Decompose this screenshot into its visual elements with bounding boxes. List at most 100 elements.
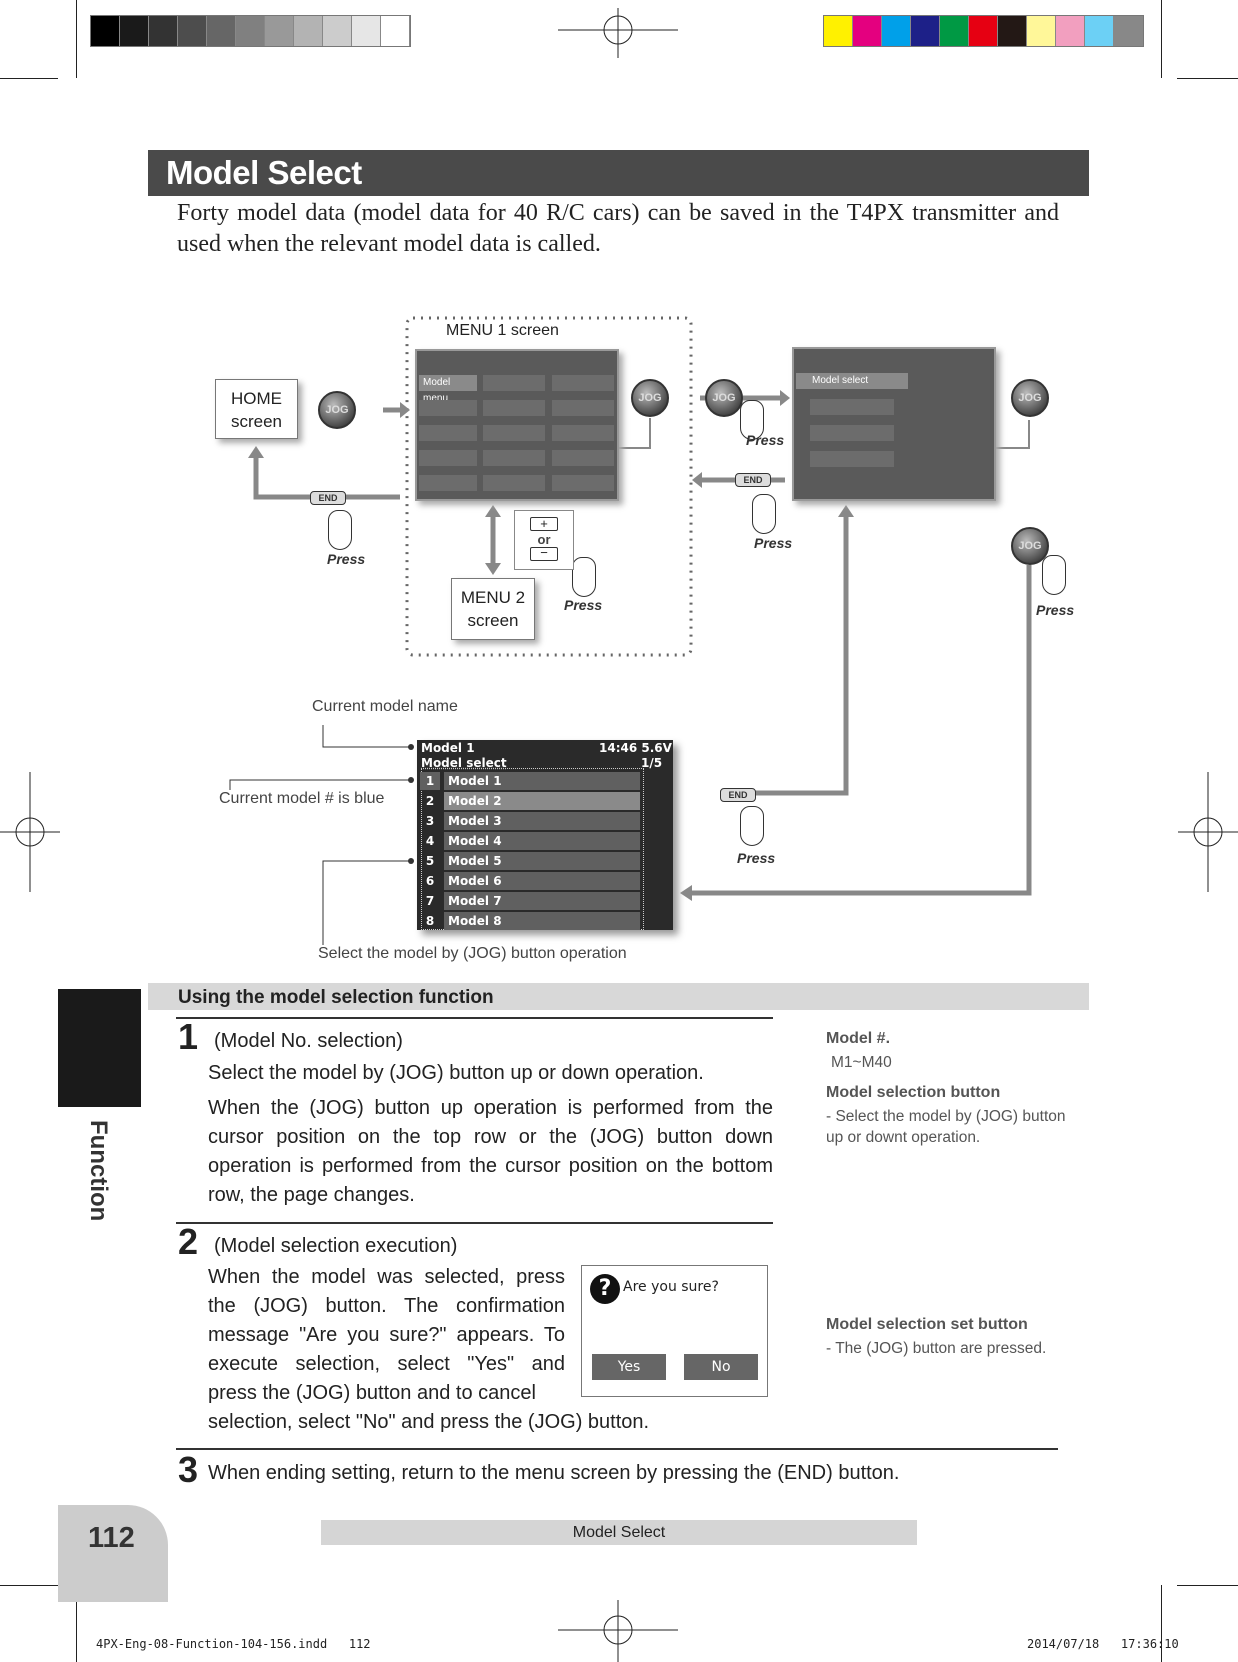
current-model-blue-label: Current model # is blue <box>219 790 385 807</box>
color-swatch <box>265 16 294 46</box>
end-button-icon: END <box>720 788 756 802</box>
crop-mark <box>76 0 77 78</box>
step2-paragraph-2: selection, select "No" and press the (JO… <box>208 1411 650 1433</box>
pressing-hand-icon <box>740 400 764 440</box>
lcd-item <box>552 425 614 441</box>
lcd-item-model-menu: Model menu <box>419 375 477 404</box>
running-footer-title: Model Select <box>321 1520 917 1545</box>
color-swatch <box>882 16 911 46</box>
step3-divider <box>176 1448 1058 1450</box>
color-swatch <box>1056 16 1085 46</box>
crop-mark <box>1177 1585 1238 1586</box>
press-label: Press <box>564 597 603 613</box>
model-menu-lcd: Model select <box>792 347 996 501</box>
step1-title: (Model No. selection) <box>214 1030 403 1052</box>
model-row-name: Model 1 <box>444 772 640 790</box>
confirm-dialog: ? Are you sure? Yes No <box>581 1265 768 1397</box>
pressing-hand-icon <box>740 806 764 846</box>
step1-paragraph-2: When the (JOG) button up operation is pe… <box>208 1097 773 1206</box>
minus-icon: − <box>530 546 558 561</box>
model-row-name: Model 5 <box>444 852 640 870</box>
select-by-jog-label: Select the model by (JOG) button operati… <box>318 945 627 962</box>
crop-mark <box>1177 78 1238 79</box>
step2-number: 2 <box>178 1221 199 1262</box>
pressing-hand-icon <box>1042 555 1066 595</box>
color-swatch <box>824 16 853 46</box>
press-label: Press <box>327 551 366 567</box>
color-swatch <box>294 16 323 46</box>
lcd-item <box>419 475 477 491</box>
model-row-name: Model 2 <box>444 792 640 810</box>
jog-button-icon: JOG <box>1011 379 1049 417</box>
crop-mark <box>1161 1585 1162 1662</box>
menu1-lcd: Model menu <box>415 349 619 501</box>
plus-minus-buttons: + or − <box>514 510 574 570</box>
jog-button-icon: JOG <box>631 379 669 417</box>
lcd-item <box>552 475 614 491</box>
model-row-number: 6 <box>425 874 435 888</box>
color-swatch <box>120 16 149 46</box>
lcd-screen-title: Model select <box>421 756 507 770</box>
side-sel-button-text: - Select the model by (JOG) button up or… <box>826 1108 1066 1146</box>
lcd-time-voltage: 14:46 5.6V <box>599 741 672 755</box>
step1-paragraph-1: Select the model by (JOG) button up or d… <box>208 1062 704 1084</box>
lcd-item <box>810 451 894 467</box>
color-swatch <box>236 16 265 46</box>
color-swatch <box>178 16 207 46</box>
side-model-num-range: M1~M40 <box>831 1054 892 1071</box>
lcd-item <box>810 399 894 415</box>
end-button-icon: END <box>735 473 771 487</box>
registration-mark-top <box>558 8 678 58</box>
lcd-item <box>552 375 614 391</box>
step2-paragraph-1: When the model was selected, press the (… <box>208 1266 565 1404</box>
slug-timestamp: 2014/07/18 17:36:10 <box>1027 1637 1179 1651</box>
no-button[interactable]: No <box>684 1354 758 1380</box>
color-swatch <box>911 16 940 46</box>
press-label: Press <box>746 432 785 448</box>
chapter-tab-label: Function <box>85 1120 112 1222</box>
intro-paragraph: Forty model data (model data for 40 R/C … <box>177 200 1059 257</box>
press-label: Press <box>1036 602 1075 618</box>
menu2-screen-box: MENU 2 screen <box>451 578 535 640</box>
plus-icon: + <box>530 517 558 531</box>
press-label: Press <box>737 850 776 866</box>
lcd-item-model-select: Model select <box>796 373 908 389</box>
lcd-page-indicator: 1/5 <box>641 756 663 770</box>
model-row-number: 8 <box>425 914 435 928</box>
lcd-item <box>552 400 614 416</box>
color-swatch <box>91 16 120 46</box>
pressing-hand-icon <box>328 510 352 550</box>
model-row-number: 3 <box>425 814 435 828</box>
step3-text: When ending setting, return to the menu … <box>208 1462 900 1484</box>
color-swatch <box>1085 16 1114 46</box>
step1-divider <box>176 1017 773 1019</box>
side-model-num-title: Model #. <box>826 1030 891 1047</box>
side-set-button-text: - The (JOG) button are pressed. <box>826 1340 1047 1357</box>
lcd-item <box>810 425 894 441</box>
pressing-hand-icon <box>752 494 776 534</box>
lcd-item <box>483 425 545 441</box>
yes-button[interactable]: Yes <box>592 1354 666 1380</box>
model-row-name: Model 7 <box>444 892 640 910</box>
side-set-button-title: Model selection set button <box>826 1316 1028 1333</box>
lcd-item <box>483 400 545 416</box>
color-swatch <box>1114 16 1143 46</box>
crop-mark <box>0 78 58 79</box>
grayscale-bar <box>90 15 411 47</box>
color-swatch <box>969 16 998 46</box>
lcd-item <box>483 375 545 391</box>
page-number: 112 <box>88 1522 135 1554</box>
section-heading: Using the model selection function <box>178 987 494 1008</box>
registration-mark-bottom <box>558 1600 678 1662</box>
chapter-tab <box>58 989 141 1107</box>
section-heading-bar <box>148 983 1089 1010</box>
